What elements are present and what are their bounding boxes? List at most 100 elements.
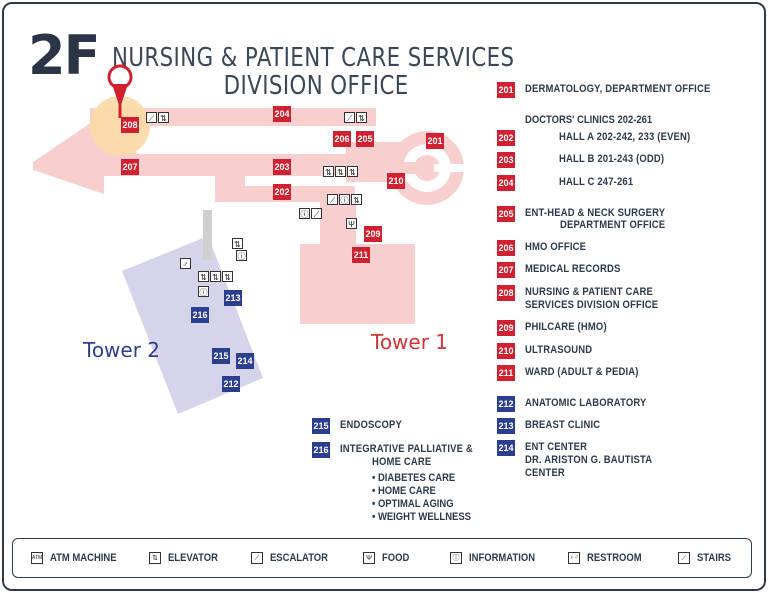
room-216-badge: 216 xyxy=(312,442,330,458)
food-icon: Ψ xyxy=(346,218,357,229)
service-item: • DIABETES CARE xyxy=(372,472,456,484)
floor-badge: 2F xyxy=(28,24,100,87)
elevator-icon: ⇅ xyxy=(149,552,161,564)
room-214-badge: 214 xyxy=(497,440,515,456)
room-207-badge: 207 xyxy=(497,262,515,278)
room-208-badge: 208 xyxy=(497,285,515,301)
room-213-badge: 213 xyxy=(497,418,515,434)
room-215-badge: 215 xyxy=(312,418,330,434)
elevator-icon: ⇅ xyxy=(335,166,346,177)
elevator-icon: ⇅ xyxy=(198,271,209,282)
legend-escalator-label: ESCALATOR xyxy=(270,552,328,564)
room-216-marker[interactable]: 216 xyxy=(191,307,209,323)
room-201-label: DERMATOLOGY, DEPARTMENT OFFICE xyxy=(525,83,711,95)
legend-atm-label: ATM MACHINE xyxy=(50,552,117,564)
room-216-label: INTEGRATIVE PALLIATIVE & xyxy=(340,443,473,455)
room-203-badge: 203 xyxy=(497,152,515,168)
tower1-west-wing xyxy=(33,114,104,194)
legend-information-label: INFORMATION xyxy=(469,552,536,564)
room-205-marker[interactable]: 205 xyxy=(356,131,374,147)
service-item: • WEIGHT WELLNESS xyxy=(372,511,471,523)
room-207-marker[interactable]: 207 xyxy=(121,159,139,175)
clinics-heading: DOCTORS' CLINICS 202-261 xyxy=(525,114,653,126)
tower2-label: Tower 2 xyxy=(83,338,161,362)
elevator-icon: ⇅ xyxy=(323,166,334,177)
page-title: NURSING & PATIENT CARE SERVICES DIVISION… xyxy=(112,43,515,101)
room-208-label: NURSING & PATIENT CARE xyxy=(525,286,654,298)
tower1-label: Tower 1 xyxy=(371,330,449,354)
room-210-badge: 210 xyxy=(497,343,515,359)
room-202-badge: 202 xyxy=(497,130,515,146)
title-line-2: DIVISION OFFICE xyxy=(223,71,409,101)
elevator-icon: ⇅ xyxy=(347,166,358,177)
food-icon: Ψ xyxy=(363,552,375,564)
room-209-badge: 209 xyxy=(497,320,515,336)
escalator-icon: ⟋ xyxy=(251,552,263,564)
room-205-label: ENT-HEAD & NECK SURGERY xyxy=(525,207,666,219)
tower2-corridor xyxy=(203,210,212,260)
elevator-icon: ⇅ xyxy=(351,194,362,205)
room-214-marker[interactable]: 214 xyxy=(236,353,254,369)
information-icon: ⓘ xyxy=(236,250,247,261)
room-208-label-2: SERVICES DIVISION OFFICE xyxy=(525,299,659,311)
room-216-label-2: HOME CARE xyxy=(372,456,432,468)
room-211-label: WARD (ADULT & PEDIA) xyxy=(525,366,639,378)
room-205-label-2: DEPARTMENT OFFICE xyxy=(560,219,666,231)
information-icon: ⓘ xyxy=(198,286,209,297)
room-214-label-3: CENTER xyxy=(525,467,565,479)
room-205-badge: 205 xyxy=(497,206,515,222)
room-215-marker[interactable]: 215 xyxy=(212,348,230,364)
hall-connector xyxy=(215,176,245,188)
room-201-badge: 201 xyxy=(497,82,515,98)
legend-restroom-label: RESTROOM xyxy=(587,552,642,564)
information-icon: ⓘ xyxy=(339,194,350,205)
room-211-badge: 211 xyxy=(497,365,515,381)
room-212-badge: 212 xyxy=(497,396,515,412)
stairs-icon: ⟋ xyxy=(678,552,690,564)
room-209-label: PHILCARE (HMO) xyxy=(525,321,607,333)
room-210-label: ULTRASOUND xyxy=(525,344,593,356)
room-208-marker[interactable]: 208 xyxy=(121,117,139,133)
restroom-icon: ♂ xyxy=(180,258,191,269)
room-203-marker[interactable]: 203 xyxy=(273,159,291,175)
room-202-label: HALL A 202-242, 233 (EVEN) xyxy=(559,131,691,143)
elevator-icon: ⇅ xyxy=(158,112,169,123)
elevator-icon: ⇅ xyxy=(232,238,243,249)
elevator-icon: ⇅ xyxy=(356,112,367,123)
room-213-label: BREAST CLINIC xyxy=(525,419,601,431)
stairs-icon: ⟋ xyxy=(146,112,157,123)
room-216-services: • DIABETES CARE • HOME CARE • OPTIMAL AG… xyxy=(372,472,487,524)
stairs-icon: ⟋ xyxy=(327,194,338,205)
room-212-label: ANATOMIC LABORATORY xyxy=(525,397,647,409)
legend-food-label: FOOD xyxy=(382,552,410,564)
elevator-icon: ⇅ xyxy=(222,271,233,282)
room-211-marker[interactable]: 211 xyxy=(352,247,370,263)
title-line-1: NURSING & PATIENT CARE SERVICES xyxy=(112,43,515,73)
elevator-icon: ⇅ xyxy=(210,271,221,282)
room-203-label: HALL B 201-243 (ODD) xyxy=(559,153,665,165)
room-209-marker[interactable]: 209 xyxy=(364,226,382,242)
room-201-marker[interactable]: 201 xyxy=(426,133,444,149)
room-206-marker[interactable]: 206 xyxy=(333,131,351,147)
room-207-label: MEDICAL RECORDS xyxy=(525,263,621,275)
service-item: • HOME CARE xyxy=(372,485,436,497)
restroom-icon: ♀♂ xyxy=(568,552,580,564)
room-206-badge: 206 xyxy=(497,240,515,256)
stairs-icon: ⟋ xyxy=(344,112,355,123)
room-204-marker[interactable]: 204 xyxy=(273,106,291,122)
room-202-marker[interactable]: 202 xyxy=(273,184,291,200)
room-210-marker[interactable]: 210 xyxy=(387,173,405,189)
room-214-label: ENT CENTER xyxy=(525,441,588,453)
room-212-marker[interactable]: 212 xyxy=(222,376,240,392)
legend-elevator-label: ELEVATOR xyxy=(168,552,218,564)
atm-icon: ATM xyxy=(31,552,43,564)
room-213-marker[interactable]: 213 xyxy=(224,290,242,306)
information-icon: ⓘ xyxy=(450,552,462,564)
room-204-badge: 204 xyxy=(497,175,515,191)
legend-stairs-label: STAIRS xyxy=(697,552,731,564)
room-215-label: ENDOSCOPY xyxy=(340,419,403,431)
room-214-label-2: DR. ARISTON G. BAUTISTA xyxy=(525,454,653,466)
information-icon: ⓘ xyxy=(299,208,310,219)
escalator-icon: ⟋ xyxy=(311,208,322,219)
